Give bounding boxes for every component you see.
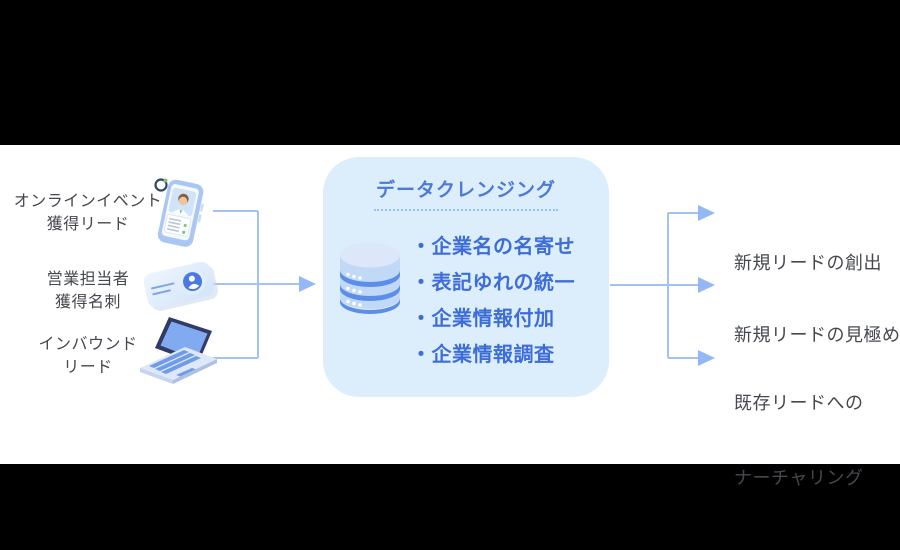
cleansing-task-list: ・企業名の名寄せ ・表記ゆれの統一 ・企業情報付加 ・企業情報調査 xyxy=(411,229,575,373)
cleansing-task: ・企業情報付加 xyxy=(411,308,555,330)
keyboard-keys xyxy=(149,350,201,377)
smartphone-contact-icon xyxy=(154,178,204,247)
source-label-line: インバウンド xyxy=(38,336,138,353)
output-label-line: ナーチャリング xyxy=(734,468,864,488)
source-label-line: 獲得リード xyxy=(46,216,130,233)
card-text-lines xyxy=(151,282,175,296)
source-label-inbound: インバウンド リード xyxy=(0,333,176,379)
contact-text-rows xyxy=(166,217,182,233)
process-title-wrap: データクレンジング xyxy=(323,175,609,211)
cleansing-task: ・表記ゆれの統一 xyxy=(411,272,575,294)
source-label-line: 獲得名刺 xyxy=(54,294,121,311)
database-dots xyxy=(346,272,362,307)
output-label-line: 既存リードへの xyxy=(734,393,864,413)
database-bands xyxy=(340,270,400,314)
letterbox-top xyxy=(0,0,900,145)
source-label-sales-cards: 営業担当者 獲得名刺 xyxy=(0,268,176,314)
cleansing-task: ・企業名の名寄せ xyxy=(411,236,575,258)
source-label-line: オンラインイベント xyxy=(13,193,163,210)
source-label-line: 営業担当者 xyxy=(46,271,130,288)
laptop-icon xyxy=(140,317,217,384)
arrow-right-icon xyxy=(698,277,715,293)
business-card-icon xyxy=(143,261,219,311)
lens-ring-icon xyxy=(154,178,168,192)
process-title: データクレンジング xyxy=(373,175,558,211)
arrow-right-icon xyxy=(299,276,316,292)
letterbox-bottom xyxy=(0,464,900,550)
avatar-head xyxy=(188,275,195,282)
database-icon xyxy=(340,242,400,314)
cleansing-task: ・企業情報調査 xyxy=(411,344,555,366)
output-label-new-lead-qualification: 新規リードの見極め xyxy=(734,273,900,398)
avatar-body xyxy=(188,283,200,290)
source-label-line: リード xyxy=(63,359,113,376)
output-label-line: 新規リードの見極め xyxy=(734,325,900,345)
arrow-right-icon xyxy=(698,205,715,221)
arrow-right-icon xyxy=(698,350,715,366)
output-label-line: 新規リードの創出 xyxy=(734,253,882,273)
output-label-new-lead-creation: 新規リードの創出 xyxy=(734,201,882,326)
avatar-face xyxy=(178,196,188,206)
source-label-online-event: オンラインイベント 獲得リード xyxy=(0,190,176,236)
output-label-existing-lead-nurturing: 既存リードへの ナーチャリング xyxy=(734,341,864,541)
